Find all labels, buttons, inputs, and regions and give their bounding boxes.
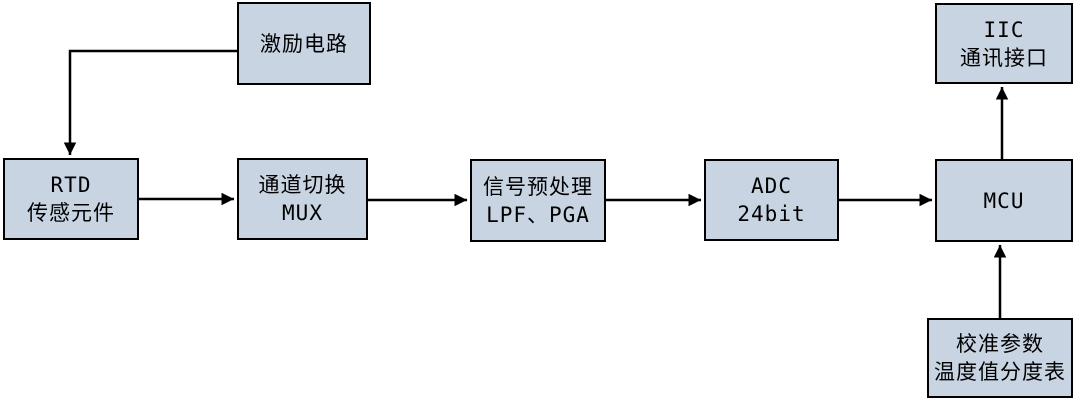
block-mcu: MCU [935,159,1073,242]
mcu-label: MCU [983,188,1025,213]
mux-label-line2: MUX [282,201,323,225]
mux-label-line1: 通道切换 [258,173,347,197]
adc-label-line2: 24bit [737,202,806,226]
calibration-label-line1: 校准参数 [956,332,1044,356]
rtd-label-line1: RTD [50,173,92,197]
block-iic-interface: IIC 通讯接口 [935,3,1073,84]
block-signal-preprocess: 信号预处理 LPF、PGA [470,159,606,242]
iic-label-line2: 通讯接口 [960,45,1048,70]
excitation-label: 激励电路 [260,31,348,56]
preprocess-label-line2: LPF、PGA [486,202,590,227]
calibration-label-line2: 温度值分度表 [934,360,1066,384]
preprocess-label-line1: 信号预处理 [483,174,593,199]
iic-label-line1: IIC [983,17,1025,42]
adc-label-line1: ADC [751,174,792,198]
block-calibration-table: 校准参数 温度值分度表 [927,318,1073,398]
block-adc: ADC 24bit [704,159,839,241]
block-rtd-sensor: RTD 传感元件 [3,158,139,240]
block-excitation-circuit: 激励电路 [237,2,371,85]
rtd-label-line2: 传感元件 [27,201,115,225]
block-channel-mux: 通道切换 MUX [237,158,368,240]
arrow-excitation-to-rtd [63,49,238,155]
